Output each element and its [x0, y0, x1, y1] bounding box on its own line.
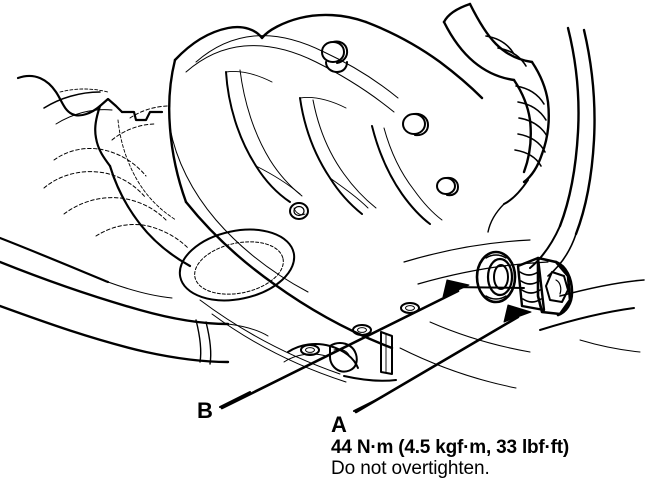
torque-caution-text: Do not overtighten. — [331, 458, 490, 479]
callout-letter-a: A — [331, 412, 347, 437]
sump-oval-recess — [178, 228, 296, 302]
pan-rib-panels — [225, 69, 443, 225]
torque-spec-text: 44 N·m (4.5 kgf·m, 33 lbf·ft) — [331, 437, 570, 458]
sealing-washer — [475, 250, 517, 304]
drain-boss — [289, 202, 309, 220]
callout-ticks — [219, 391, 383, 412]
callout-label-b: B — [197, 400, 213, 422]
torque-annotation: 44 N·m (4.5 kgf·m, 33 lbf·ft) Do not ove… — [331, 437, 569, 480]
flex-boot — [442, 2, 596, 277]
flange-bolt-bosses — [321, 40, 459, 197]
callout-leaders — [220, 279, 532, 414]
callout-letter-b: B — [197, 398, 213, 423]
subframe-tube — [0, 236, 269, 365]
engine-assembly — [0, 2, 645, 414]
oil-pan-body — [43, 13, 484, 383]
pan-casting-webs — [43, 105, 189, 249]
drain-bolt — [516, 256, 574, 317]
pan-bracket — [283, 331, 397, 382]
callout-label-a: A — [331, 414, 347, 436]
